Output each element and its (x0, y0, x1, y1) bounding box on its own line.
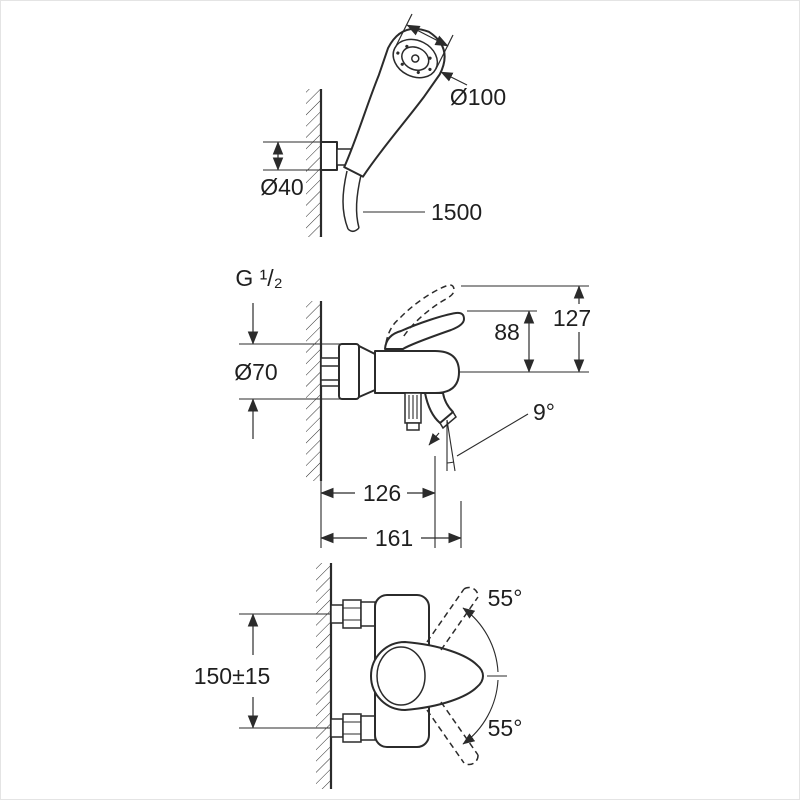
dimension-spout-angle: 9° (446, 399, 555, 472)
label-spout-height: 88 (494, 319, 520, 345)
label-total-projection: 161 (375, 525, 413, 551)
hand-shower-head (343, 27, 446, 178)
dimension-lever-swing-up: 55° (462, 585, 523, 677)
dimension-total-height: 127 (461, 285, 591, 373)
mixer-cartridge-housing (374, 350, 460, 394)
lever-handle-front (370, 641, 484, 711)
spray-nozzle-dots (396, 44, 432, 75)
label-lever-swing-up: 55° (488, 585, 523, 611)
dimension-lever-swing-down: 55° (462, 679, 523, 745)
lever-swivel-down-dashed (426, 701, 479, 766)
escutcheon (338, 343, 360, 400)
dimension-hose-length: 1500 (363, 199, 482, 225)
wall-hatching-bottom (316, 563, 333, 789)
label-hose-length: 1500 (431, 199, 482, 225)
label-head-diameter: Ø100 (450, 84, 506, 110)
dimension-spout-height: 88 (467, 310, 537, 373)
inlet-connection-bottom (330, 713, 376, 743)
wall-hatching-top (306, 89, 323, 237)
dimension-head-diameter: Ø100 (394, 13, 506, 110)
label-holder-diameter: Ø40 (260, 174, 303, 200)
lever-handle-raised-dashed (385, 284, 455, 344)
wall-hatching-middle (306, 301, 323, 548)
label-escutcheon-diameter: Ø70 (234, 359, 277, 385)
mixer-body-front (370, 594, 484, 748)
label-total-height: 127 (553, 305, 591, 331)
label-spout-projection: 126 (363, 480, 401, 506)
spout (424, 392, 457, 446)
diverter-knob (404, 392, 422, 431)
mixer-front-view: 55° 55° 150±15 (194, 563, 523, 789)
label-lever-swing-down: 55° (488, 715, 523, 741)
dimension-connection-centers: 150±15 (194, 613, 271, 729)
flow-direction-arrow (428, 432, 441, 446)
label-connection-centers: 150±15 (194, 663, 271, 689)
mixer-side-view: G ¹/₂ Ø70 88 127 9° (234, 265, 591, 551)
dimension-total-projection: 161 (320, 501, 462, 551)
dimension-holder-diameter: Ø40 (260, 141, 337, 200)
dimension-escutcheon-diameter: Ø70 (234, 303, 278, 439)
lever-handle-side (384, 311, 465, 350)
dimension-spout-projection: 126 (320, 456, 436, 548)
inlet-connection-top (330, 599, 376, 629)
lever-swivel-up-dashed (426, 586, 479, 651)
mixer-body-side (320, 284, 465, 446)
hand-shower-view: Ø100 Ø40 1500 (260, 13, 506, 237)
label-connection-thread: G ¹/₂ (235, 265, 282, 291)
shower-hose (342, 170, 362, 232)
label-spout-angle: 9° (533, 399, 555, 425)
